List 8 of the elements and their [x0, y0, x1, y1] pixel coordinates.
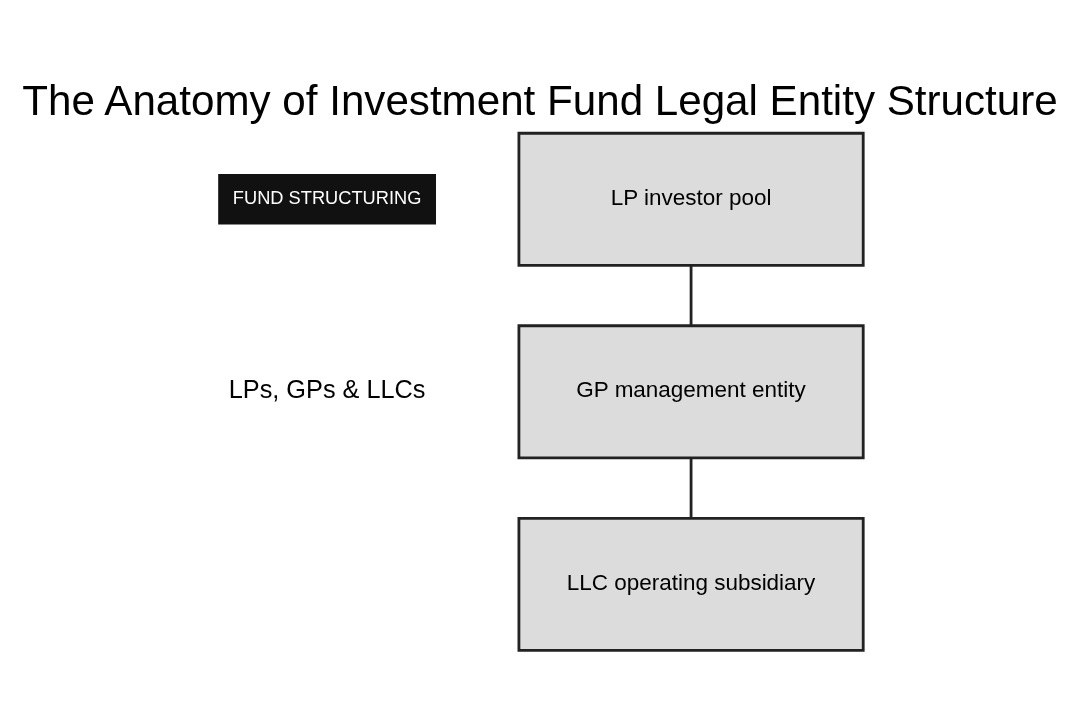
label: FUND STRUCTURING — [232, 186, 422, 208]
node-box: LLC operating subsidiary — [517, 516, 865, 652]
diagram-title: The Anatomy of Investment Fund Legal Entity Structure — [22, 76, 1058, 124]
node-box: LP investor pool — [517, 131, 865, 267]
connector — [689, 264, 693, 325]
connector — [689, 457, 693, 518]
label: LPs, GPs & LLCs — [228, 374, 426, 403]
node-box: GP management entity — [517, 323, 865, 459]
